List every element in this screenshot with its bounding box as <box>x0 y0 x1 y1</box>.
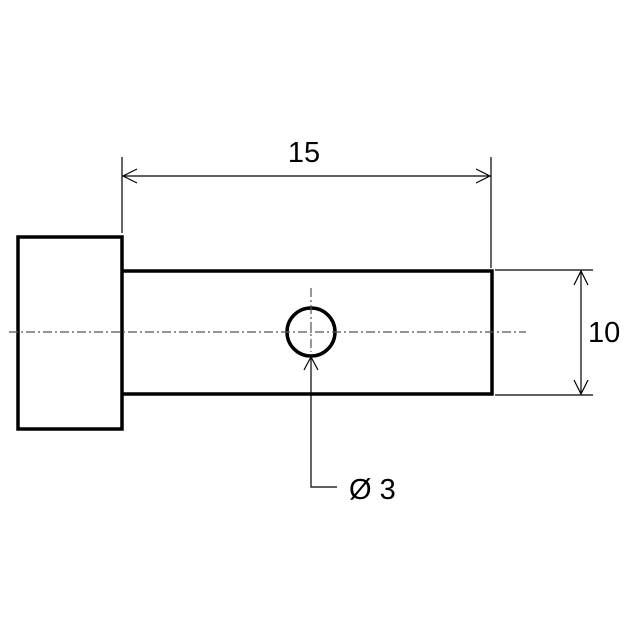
arrowhead-right-icon <box>475 168 492 184</box>
length-dimension: 15 <box>121 137 492 268</box>
length-label: 15 <box>288 137 320 169</box>
diameter-dimension: 10 <box>495 269 620 396</box>
arrowhead-up-icon <box>573 269 589 286</box>
arrowhead-leader-icon <box>303 355 319 371</box>
arrowhead-down-icon <box>573 379 589 396</box>
hole-label: Ø 3 <box>349 474 396 506</box>
hole-leader: Ø 3 <box>303 355 396 506</box>
pin-head <box>16 235 124 431</box>
diameter-label: 10 <box>588 317 620 349</box>
arrowhead-left-icon <box>121 168 138 184</box>
